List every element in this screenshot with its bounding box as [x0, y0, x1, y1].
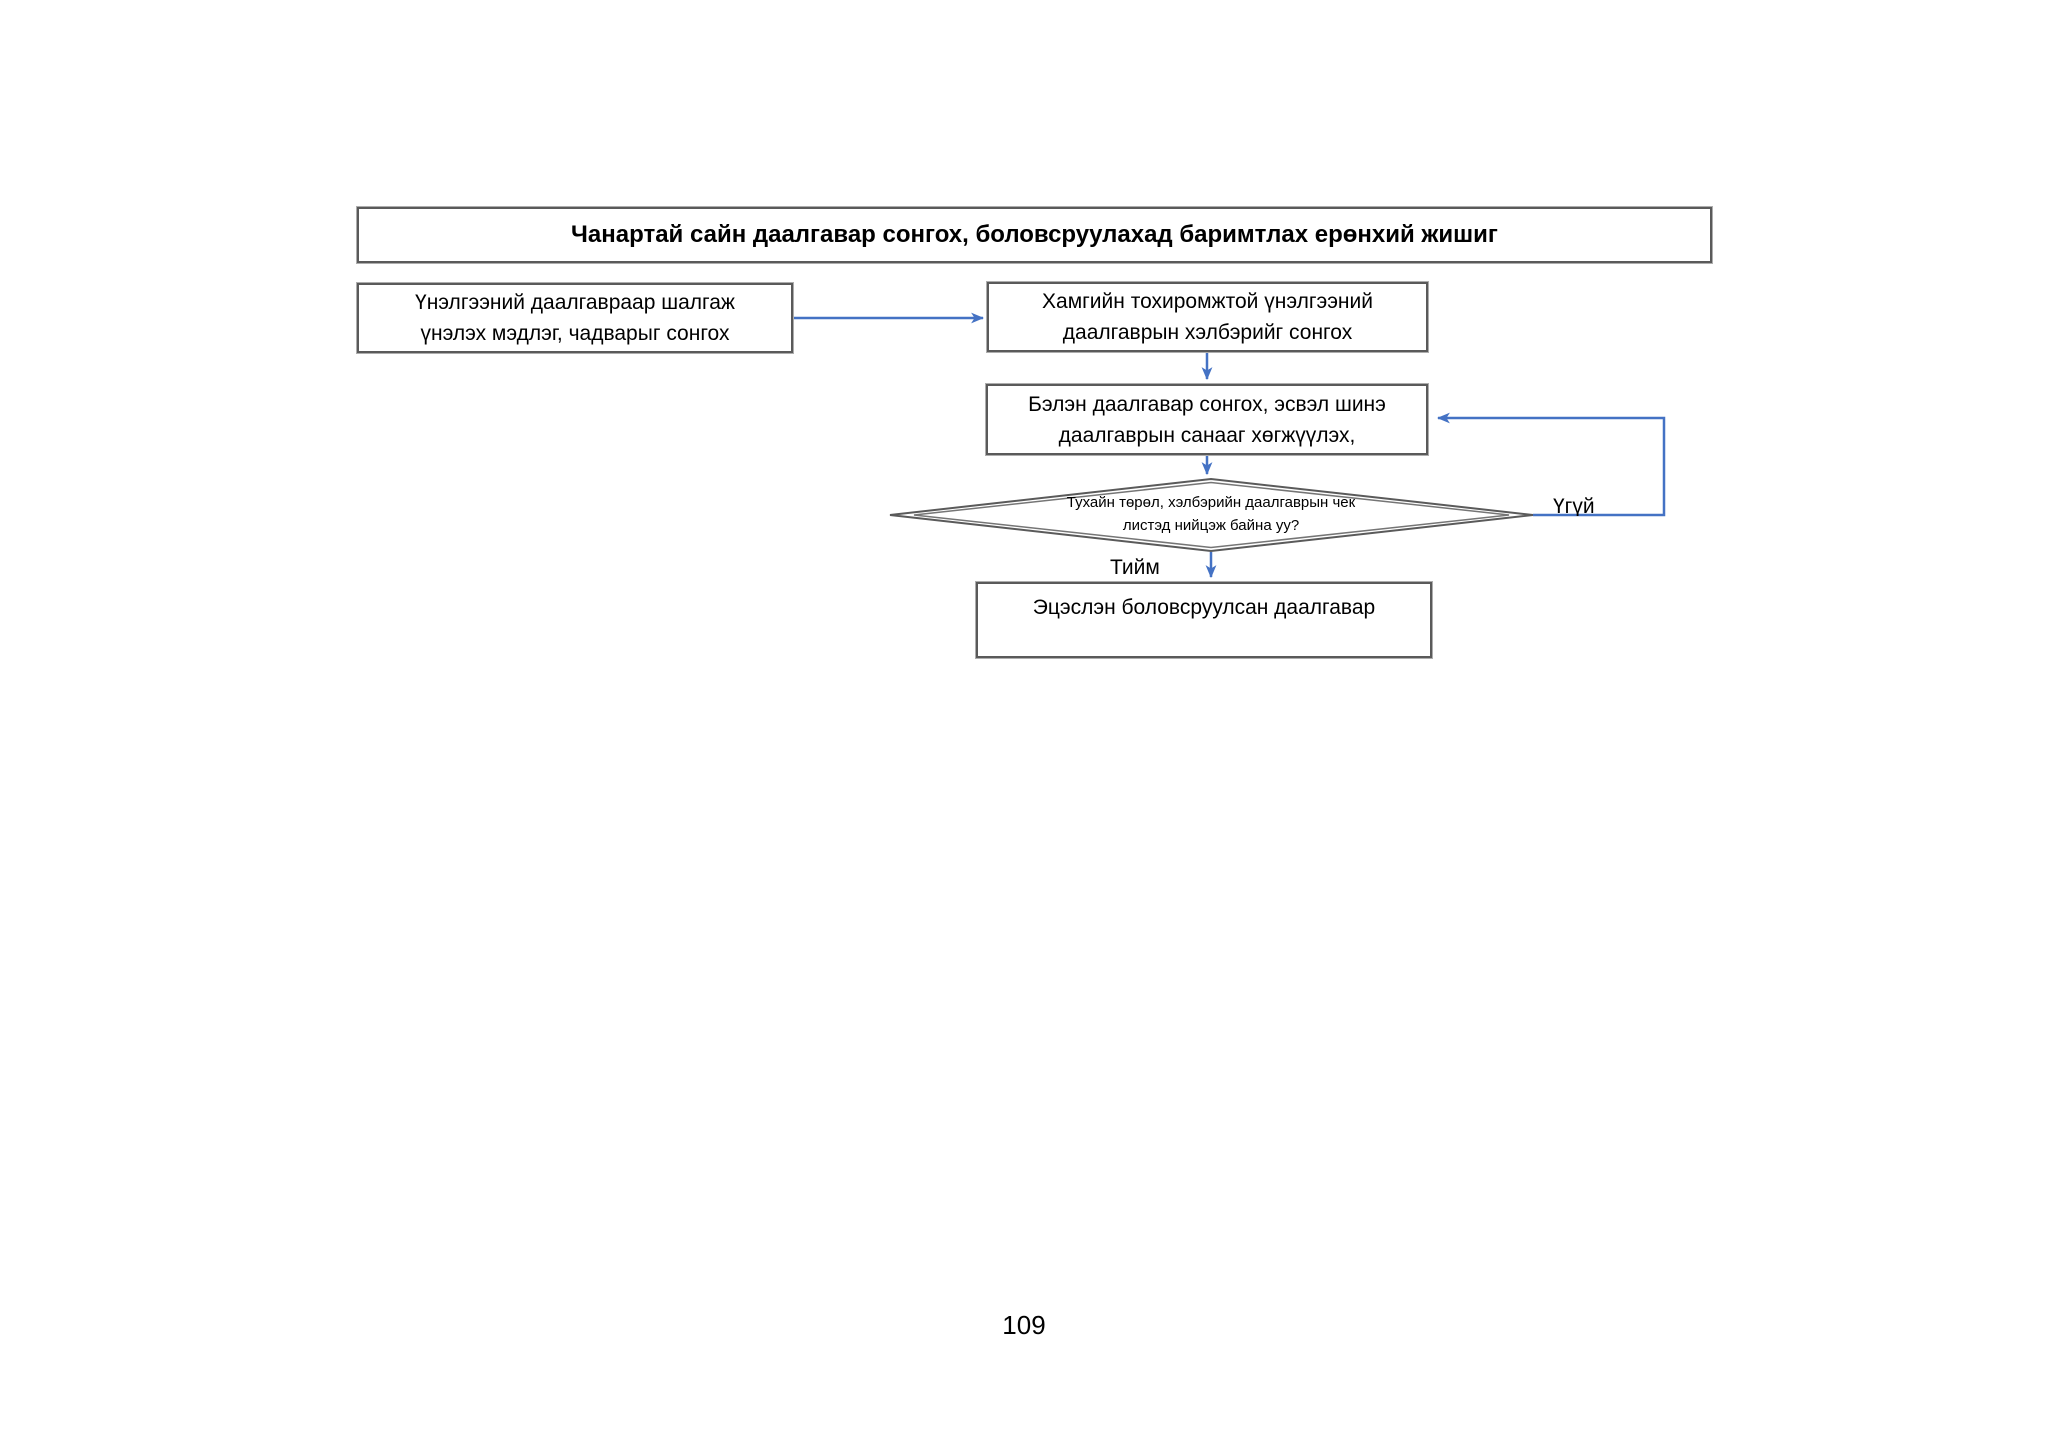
branch-label-no: Үгүй	[1553, 495, 1595, 516]
step-select-knowledge-line1: Үнэлгээний даалгавраар шалгаж	[415, 291, 735, 314]
decision-diamond-inner-line	[913, 481, 1510, 549]
step-select-knowledge-text: Үнэлгээний даалгавраар шалгаж үнэлэх мэд…	[415, 287, 735, 349]
flowchart-title: Чанартай сайн даалгавар сонгох, боловсру…	[571, 221, 1498, 248]
step-select-format-text: Хамгийн тохиромжтой үнэлгээний даалгавры…	[1042, 286, 1373, 348]
step-select-knowledge-line2: үнэлэх мэдлэг, чадварыг сонгох	[420, 322, 730, 345]
decision-question-line2: листэд нийцэж байна уу?	[1122, 517, 1300, 534]
final-task-label: Эцэслэн боловсруулсан даалгавар	[1032, 596, 1376, 619]
step-select-knowledge-box: Үнэлгээний даалгавраар шалгаж үнэлэх мэд…	[356, 282, 794, 354]
decision-question-line1: Тухайн төрөл, хэлбэрийн даалгаврын чек	[1066, 494, 1356, 511]
connector-no-loopback	[1436, 412, 1666, 517]
step-develop-task-text: Бэлэн даалгавар сонгох, эсвэл шинэ даалг…	[1028, 389, 1386, 451]
decision-question: Тухайн төрөл, хэлбэрийн даалгаврын чек л…	[1001, 491, 1421, 537]
step-select-format-line2: даалгаврын хэлбэрийг сонгох	[1062, 321, 1353, 344]
page-number: 109	[1002, 1310, 1046, 1340]
branch-label-yes: Тийм	[1110, 556, 1160, 577]
step-develop-task-box: Бэлэн даалгавар сонгох, эсвэл шинэ даалг…	[985, 383, 1429, 456]
step-select-format-box: Хамгийн тохиромжтой үнэлгээний даалгавры…	[986, 281, 1429, 353]
step-develop-task-line2: даалгаврын санааг хөгжүүлэх,	[1058, 423, 1356, 447]
step-select-format-line1: Хамгийн тохиромжтой үнэлгээний	[1042, 290, 1373, 313]
step-develop-task-line1: Бэлэн даалгавар сонгох, эсвэл шинэ	[1028, 392, 1386, 416]
final-task-box: Эцэслэн боловсруулсан даалгавар	[975, 581, 1433, 659]
flowchart-title-box: Чанартай сайн даалгавар сонгох, боловсру…	[356, 206, 1713, 264]
